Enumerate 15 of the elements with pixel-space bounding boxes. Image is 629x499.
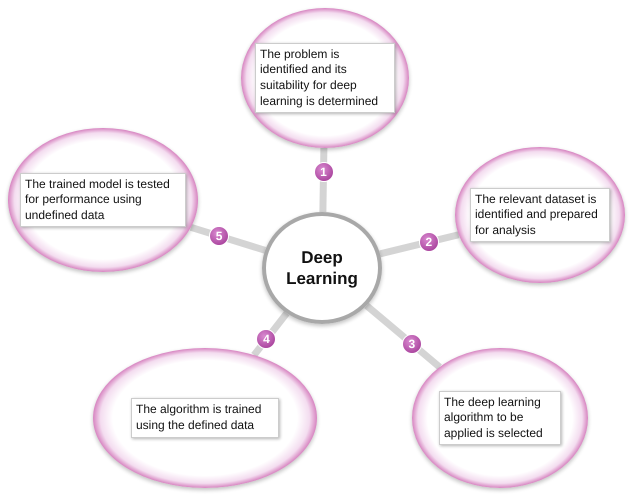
step-text: The problem is identified and its suitability for deep learning is determined (255, 42, 395, 114)
connector-spoke (251, 311, 290, 358)
connector-spoke (364, 302, 442, 370)
step-text: The relevant dataset is identified and prepared for analysis (470, 188, 610, 242)
number-badge: 5 (209, 226, 230, 246)
number-badge: 1 (314, 162, 334, 182)
number-badge: 2 (418, 232, 439, 252)
connector-spoke (379, 231, 460, 258)
hub-title: Deep Learning (285, 246, 359, 290)
step-text: The algorithm is trained using the defined data (131, 398, 279, 438)
step-text: The trained model is tested for performance using undefined data (20, 172, 186, 228)
connector-spoke (190, 224, 266, 254)
step-text: The deep learning algorithm to be applied is selected (439, 390, 561, 446)
number-badge: 3 (402, 334, 422, 354)
number-badge: 4 (256, 329, 276, 350)
